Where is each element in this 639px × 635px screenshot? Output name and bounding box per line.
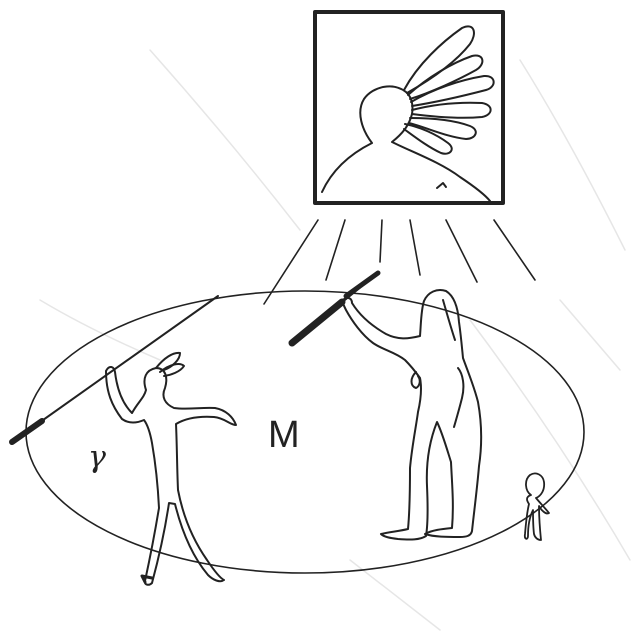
woman-hair — [443, 300, 455, 340]
headdress-plume — [411, 76, 494, 106]
spear-right — [292, 273, 378, 343]
headdress-plume — [412, 103, 491, 118]
hunter-foot — [142, 576, 152, 582]
woman-outline — [343, 290, 481, 540]
crowned-head-figure — [322, 26, 494, 201]
child-figure — [525, 473, 549, 540]
headdress-plume — [408, 55, 482, 99]
hunter-figure — [106, 353, 236, 585]
child-outline — [525, 473, 549, 540]
hunter-feather — [160, 364, 184, 376]
hunter-outline — [106, 367, 236, 585]
shoulder-mark — [437, 183, 446, 188]
label-m: M — [268, 414, 300, 457]
woman-arm — [454, 368, 463, 427]
paper-texture — [40, 50, 630, 630]
inset-frame — [315, 12, 503, 203]
label-gamma: γ — [88, 440, 106, 475]
woman-figure — [343, 290, 481, 540]
